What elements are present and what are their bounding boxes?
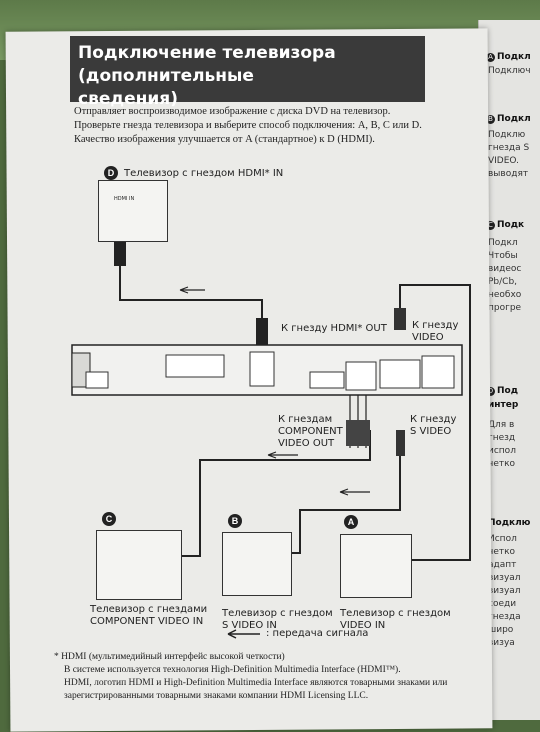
svideo-label-line2: S VIDEO: [410, 426, 452, 437]
right-a-text: Подключ: [488, 66, 531, 76]
tv-c-box: [96, 530, 182, 600]
right-c-text2: Чтобы: [488, 251, 518, 261]
badge-c: C: [102, 512, 116, 526]
video-label-line2: VIDEO: [412, 332, 444, 343]
tv-c-caption-line1: Телевизор с гнездами: [90, 604, 208, 615]
right-e-text2: четко: [488, 547, 516, 557]
speaker-terminal: [85, 371, 109, 389]
svideo-plug-player: [396, 430, 405, 456]
hdmi-out-port: [249, 351, 275, 387]
badge-d: D: [104, 166, 118, 180]
right-c-text1: Подкл: [488, 238, 518, 248]
svideo-label-line1: К гнезду: [410, 414, 457, 425]
component-label-line3: VIDEO OUT: [278, 438, 335, 449]
right-b-text4: выводят: [488, 169, 529, 179]
tv-a-caption-line2: VIDEO IN: [340, 620, 386, 631]
component-plug-3: [362, 420, 370, 446]
right-e-text9: визуа: [488, 638, 515, 648]
video-label-line1: К гнезду: [412, 320, 459, 331]
tv-c-caption: Телевизор с гнездами COMPONENT VIDEO IN: [90, 604, 207, 628]
signal-arrow-1: [179, 286, 205, 294]
intro-text: Отправляет воспроизводимое изображение с…: [74, 105, 474, 147]
footnote-line4: зарегистрированными товарными знаками ко…: [64, 691, 369, 701]
tv-b-caption: Телевизор с гнездом S VIDEO IN: [222, 608, 333, 632]
tv-d-caption: Телевизор с гнездом HDMI* IN: [124, 168, 284, 179]
right-e-text5: визуал: [488, 586, 521, 596]
hdmi-plug-tv: [114, 240, 126, 266]
right-c-text3: видеос: [488, 264, 522, 274]
intro-line-2: Проверьте гнезда телевизора и выберите с…: [74, 120, 422, 131]
title-line-1: Подключение телевизора (дополнительные: [78, 43, 336, 86]
hdmi-out-label: К гнезду HDMI* OUT: [281, 323, 387, 334]
component-cable: [180, 430, 371, 557]
footnote-line2: В системе используется технология High-D…: [64, 665, 401, 675]
signal-arrow-2: [267, 451, 298, 459]
hdmi-cable: [119, 262, 263, 330]
speaker-terminals-block: [165, 354, 225, 378]
svideo-out-label: К гнезду S VIDEO: [410, 414, 456, 438]
tv-a-box: [340, 534, 412, 598]
title-line-2: сведения): [78, 89, 178, 109]
footnote-line1: * HDMI (мультимедийный интерфейс высокой…: [54, 652, 285, 662]
legend-arrow: [227, 629, 260, 639]
right-e-text3: адапт: [488, 560, 517, 570]
right-e-text1: Испол: [488, 534, 517, 544]
right-d-text4: четко: [488, 459, 516, 469]
svideo-cable: [290, 455, 401, 554]
intro-line-3: Качество изображения улучшается от A (ст…: [74, 134, 375, 145]
badge-b: B: [228, 514, 242, 528]
component-out-label: К гнездам COMPONENT VIDEO OUT: [278, 414, 343, 450]
right-c-text6: прогре: [488, 303, 522, 313]
right-d-text3: испол: [488, 446, 516, 456]
video-out-ports: [379, 359, 421, 389]
title-bar: [70, 36, 425, 102]
right-e-text8: широ: [488, 625, 514, 635]
component-label-line2: COMPONENT: [278, 426, 343, 437]
video-cable: [399, 284, 471, 561]
right-b-text3: VIDEO.: [488, 156, 520, 166]
right-d-text2: гнезд: [488, 433, 516, 443]
right-e-text6: соеди: [488, 599, 517, 609]
tv-c-caption-line2: COMPONENT VIDEO IN: [90, 616, 204, 627]
tv-b-caption-line2: S VIDEO IN: [222, 620, 277, 631]
hdmi-plug-player: [256, 318, 268, 346]
right-e-head: Подклю: [488, 518, 531, 528]
right-c-text5: необхо: [488, 290, 522, 300]
component-label-line1: К гнездам: [278, 414, 333, 425]
tv-a-caption: Телевизор с гнездом VIDEO IN: [340, 608, 451, 632]
video-out-label: К гнезду VIDEO: [412, 320, 458, 344]
right-b-text2: гнезда S: [488, 143, 530, 153]
intro-line-1: Отправляет воспроизводимое изображение с…: [74, 106, 391, 117]
signal-arrow-3: [339, 488, 370, 496]
component-plug-2: [354, 420, 362, 446]
component-out-ports: [345, 361, 377, 391]
badge-a: A: [344, 515, 358, 529]
right-c-text4: Pb/Cb,: [488, 277, 518, 287]
right-d-text1: Для в: [488, 420, 515, 430]
right-d-head2: интер: [488, 400, 519, 410]
tv-d-port-label: HDMI IN: [114, 196, 135, 202]
right-b-text1: Подклю: [488, 130, 526, 140]
tv-d-box: [98, 180, 168, 242]
tv-a-caption-line1: Телевизор с гнездом: [340, 608, 451, 619]
right-e-text4: визуал: [488, 573, 521, 583]
tv-b-box: [222, 532, 292, 596]
legend-label: : передача сигнала: [266, 628, 369, 639]
antenna-ports: [421, 355, 455, 389]
page-title: Подключение телевизора (дополнительные с…: [78, 42, 423, 111]
footnote-line3: HDMI, логотип HDMI и High-Definition Mul…: [64, 678, 448, 688]
audio-port: [309, 371, 345, 389]
video-plug-player: [394, 308, 406, 330]
right-e-text7: гнезда: [488, 612, 521, 622]
tv-b-caption-line1: Телевизор с гнездом: [222, 608, 333, 619]
component-plug-1: [346, 420, 354, 446]
